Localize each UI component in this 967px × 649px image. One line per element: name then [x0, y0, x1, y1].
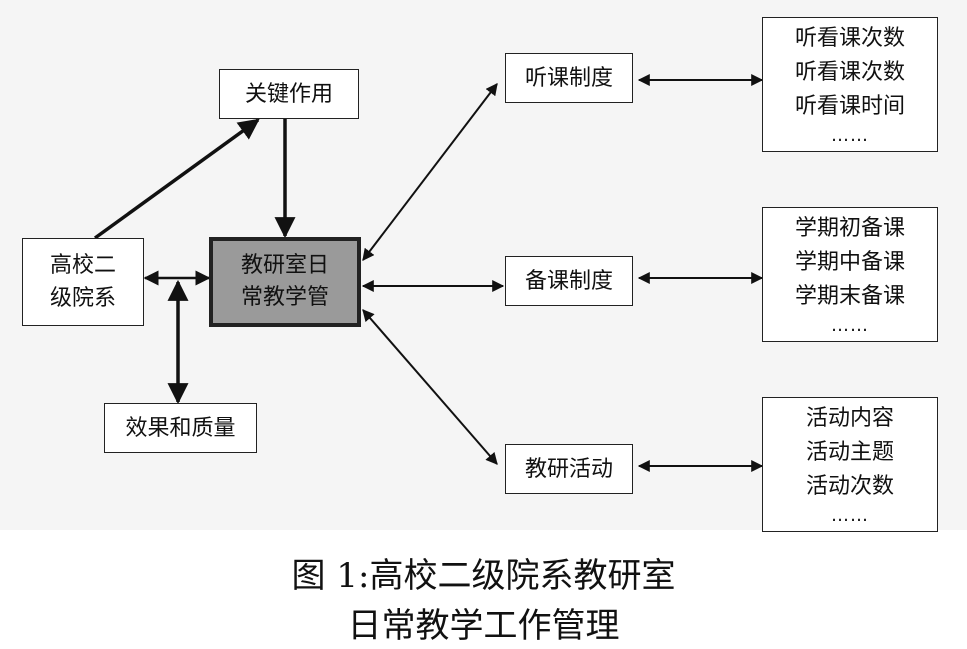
branch-label: 听课制度 [524, 65, 613, 91]
arrow-center-lecture [362, 83, 498, 261]
detail-ellipsis: …… [831, 504, 869, 526]
detail-box-lecture: 听看课次数 听看课次数 听看课时间 …… [762, 17, 938, 152]
figure-caption-line2: 日常教学工作管理 [347, 606, 620, 646]
center-node: 教研室日 常教学管 [209, 237, 361, 327]
arrow-layer [93, 74, 764, 472]
branch-node-lecture: 听课制度 [505, 53, 633, 103]
branch-node-prep: 备课制度 [505, 256, 633, 306]
detail-item: 活动次数 [805, 473, 894, 499]
detail-box-activity: 活动内容 活动主题 活动次数 …… [762, 397, 938, 532]
detail-item: 听看课次数 [794, 59, 905, 85]
detail-box-prep: 学期初备课 学期中备课 学期末备课 …… [762, 207, 938, 342]
diagram-canvas: 关键作用 高校二 级院系 教研室日 常教学管 效果和质量 听课制度 备课制度 教… [22, 17, 938, 532]
college-label-line1: 高校二 [49, 253, 116, 278]
detail-item: 听看课次数 [794, 25, 905, 51]
effect-quality-label: 效果和质量 [125, 415, 236, 441]
key-role-node: 关键作用 [219, 69, 359, 119]
detail-item: 听看课时间 [794, 93, 905, 119]
center-label-line2: 常教学管 [240, 285, 329, 310]
branch-node-activity: 教研活动 [505, 444, 633, 494]
detail-item: 活动主题 [805, 439, 894, 465]
detail-item: 活动内容 [805, 405, 894, 431]
effect-quality-node: 效果和质量 [104, 403, 257, 453]
detail-ellipsis: …… [831, 314, 869, 336]
college-node: 高校二 级院系 [22, 238, 144, 326]
center-label-line1: 教研室日 [240, 253, 329, 279]
branch-label: 教研活动 [524, 456, 613, 482]
detail-item: 学期中备课 [794, 249, 905, 275]
key-role-label: 关键作用 [244, 81, 333, 107]
branch-label: 备课制度 [524, 268, 613, 294]
detail-item: 学期末备课 [794, 283, 905, 309]
detail-ellipsis: …… [831, 124, 869, 146]
detail-item: 学期初备课 [794, 215, 905, 241]
arrow-center-activity [362, 309, 498, 465]
arrow-college-to-keyrole [93, 118, 260, 240]
college-label-line2: 级院系 [49, 286, 116, 311]
figure-caption-line1: 图 1:高校二级院系教研室 [291, 556, 676, 596]
